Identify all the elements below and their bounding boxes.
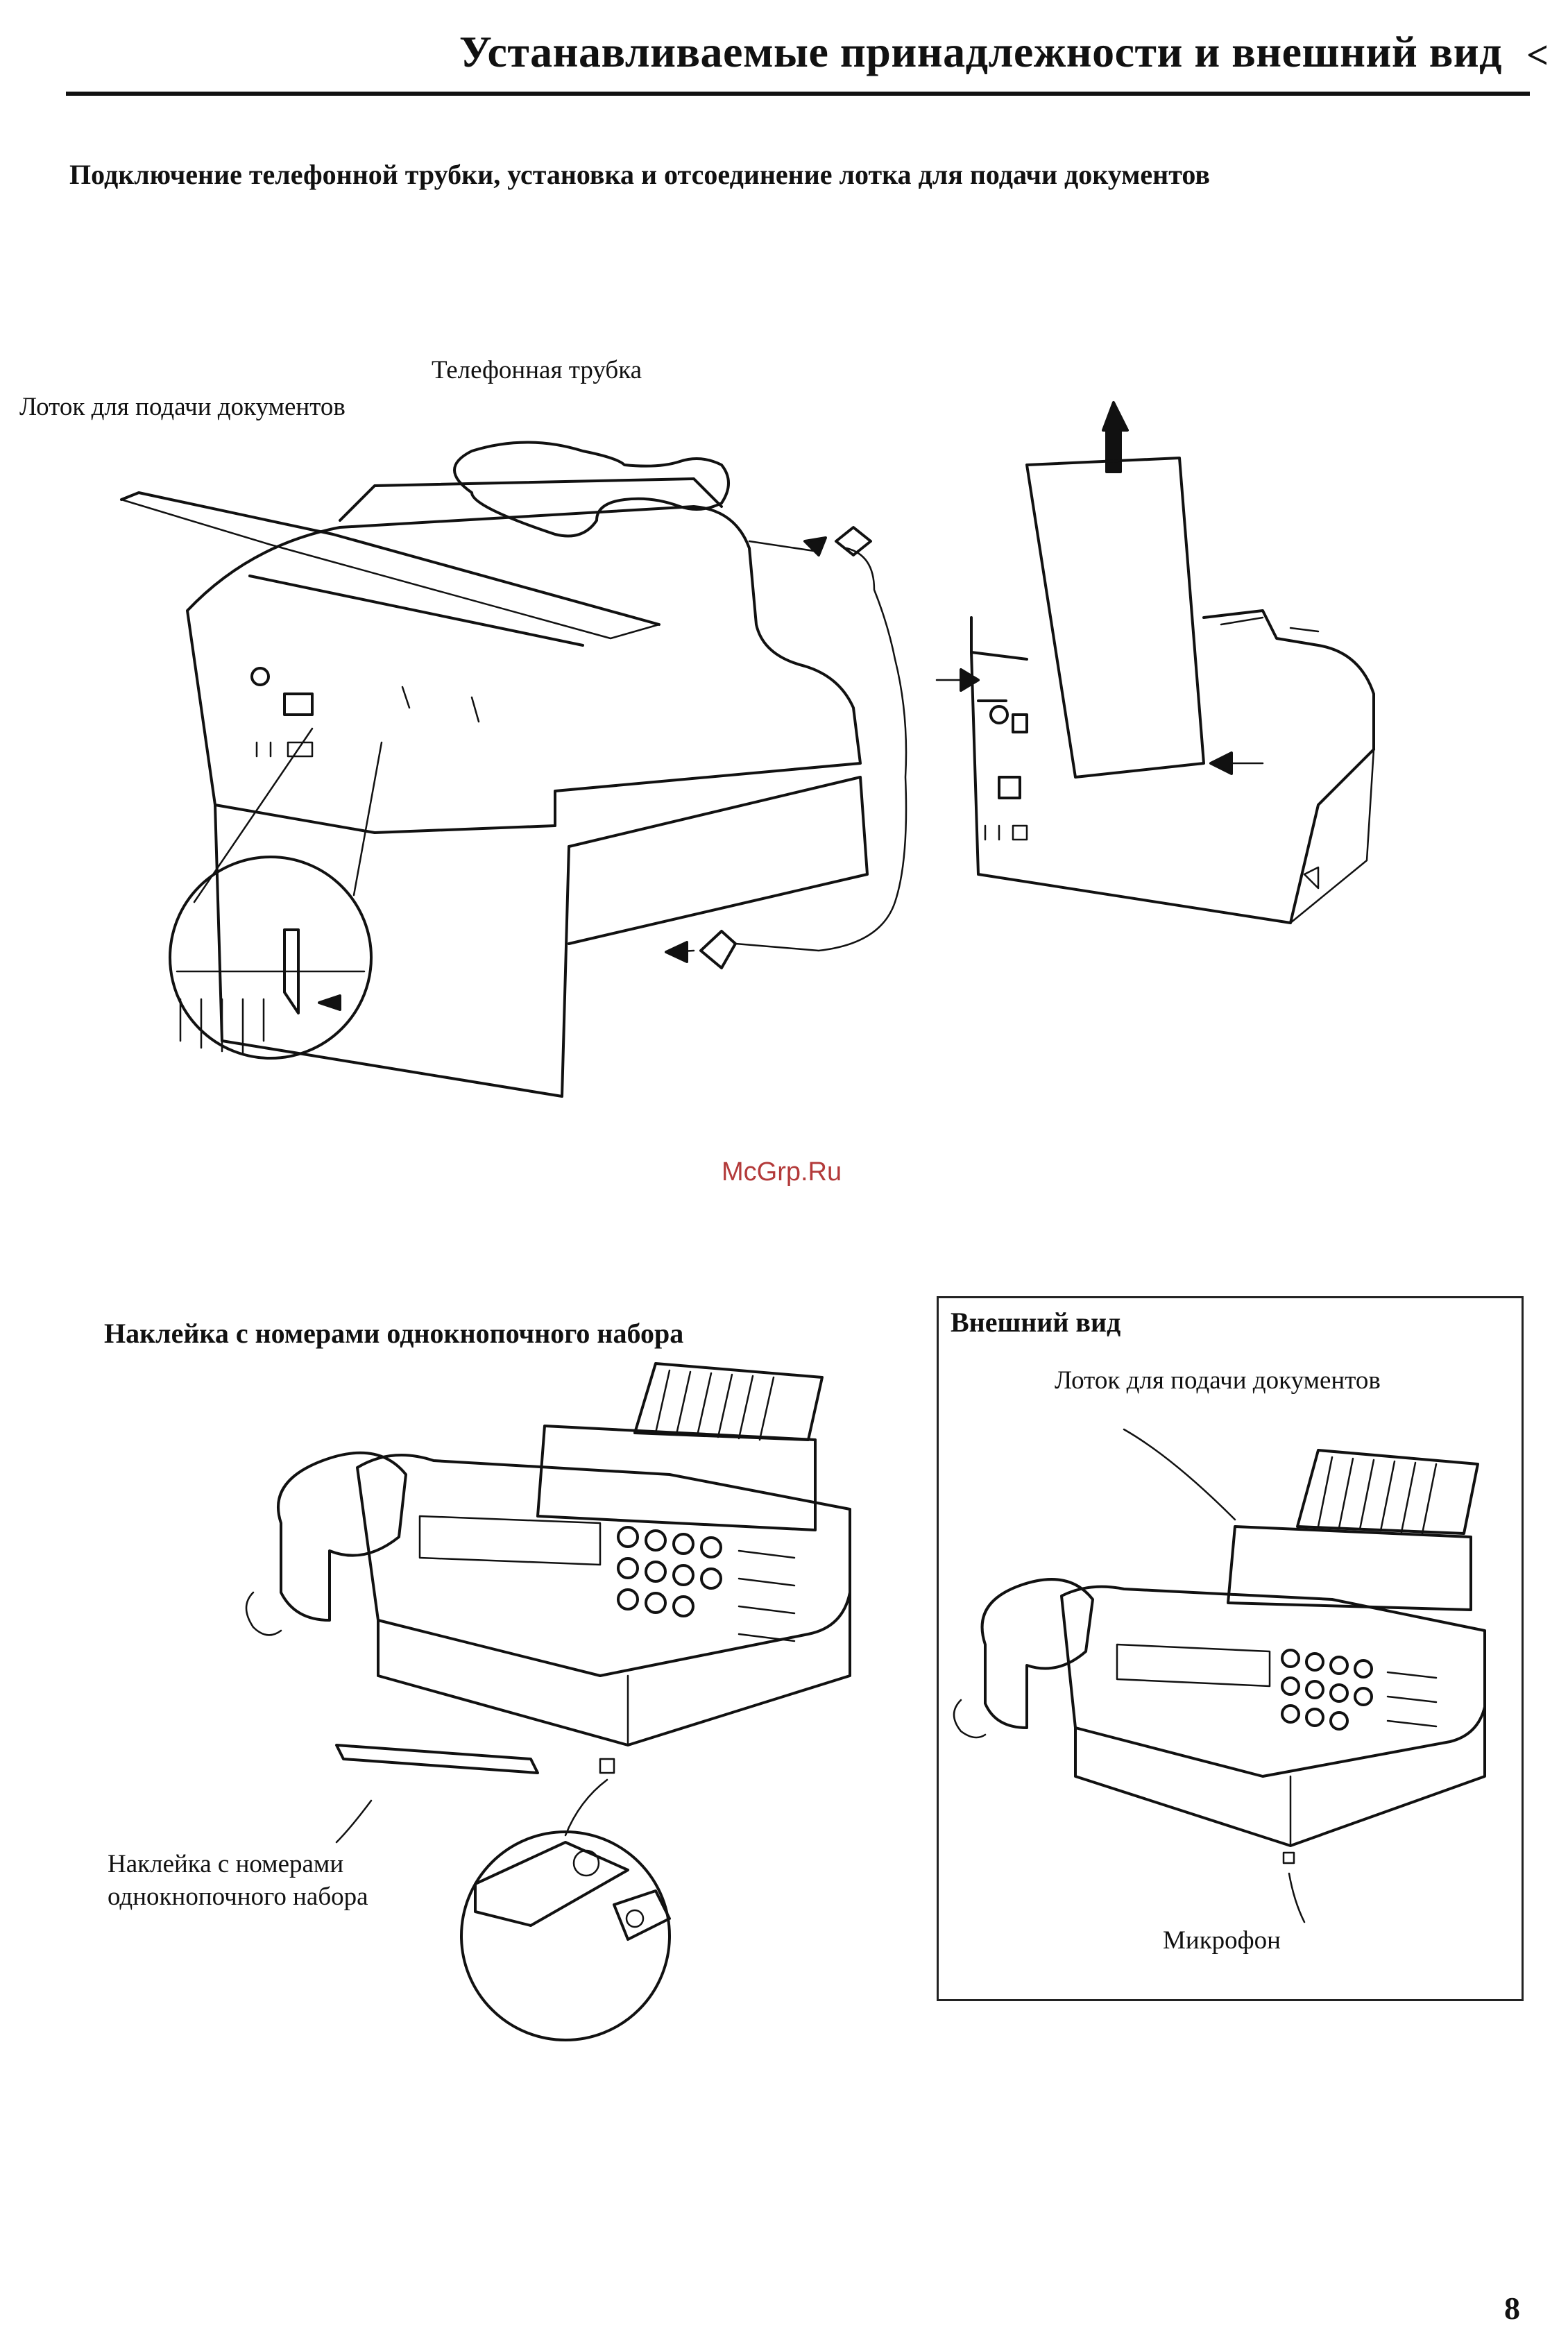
label-document-tray: Лоток для подачи документов [19, 393, 346, 421]
section-connect-title: Подключение телефонной трубки, установка… [69, 159, 1210, 190]
fax-rear-handset-illustration [120, 441, 907, 1098]
header-divider [66, 92, 1530, 96]
exterior-view-frame [937, 1296, 1524, 2001]
label-sticker-line1: Наклейка с номерами [108, 1850, 344, 1878]
page-number: 8 [1504, 2291, 1520, 2326]
fax-rear-tray-removal-illustration [935, 401, 1375, 924]
label-handset: Телефонная трубка [432, 356, 642, 384]
label-microphone: Микрофон [1163, 1926, 1281, 1955]
fax-front-exterior-illustration [953, 1428, 1486, 1923]
section-exterior-title: Внешний вид [951, 1307, 1121, 1338]
section-sticker-title: Наклейка с номерами однокнопочного набор… [104, 1318, 684, 1349]
label-sticker-line2: однокнопочного набора [108, 1883, 368, 1911]
label-exterior-tray: Лоток для подачи документов [1055, 1366, 1381, 1395]
page-header-title: Устанавливаемые принадлежности и внешний… [459, 27, 1502, 76]
fax-front-sticker-illustration [245, 1362, 851, 2041]
watermark: McGrp.Ru [722, 1157, 842, 1187]
header-arrow-icon: < [1526, 34, 1549, 77]
